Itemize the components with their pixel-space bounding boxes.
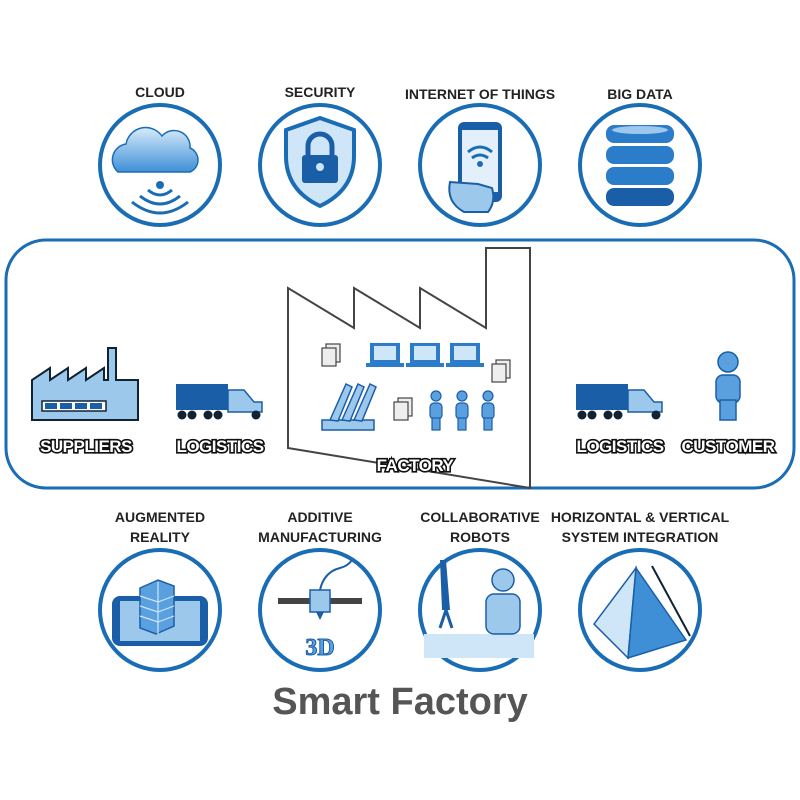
factory-building-icon — [287, 247, 531, 490]
label-security: SECURITY — [285, 84, 356, 100]
tablet-ar-icon — [98, 548, 222, 672]
label-logistics-outbound: LOGISTICS — [576, 437, 663, 456]
robot-arm-person-icon — [418, 548, 542, 672]
svg-text:3D: 3D — [305, 635, 334, 661]
label-am-2: MANUFACTURING — [258, 529, 382, 545]
label-customer: CUSTOMER — [682, 437, 775, 456]
label-logistics-inbound: LOGISTICS — [176, 437, 263, 456]
smartphone-wifi-icon — [418, 103, 542, 227]
label-integration-1: HORIZONTAL & VERTICAL — [551, 509, 730, 525]
label-cobots-1: COLLABORATIVE — [420, 509, 540, 525]
3d-printer-icon: 3D — [258, 548, 382, 672]
padlock-shield-icon — [258, 103, 382, 227]
label-cloud: CLOUD — [135, 84, 185, 100]
label-factory: FACTORY — [377, 456, 455, 475]
workers-icon — [429, 390, 495, 431]
label-integration-2: SYSTEM INTEGRATION — [562, 529, 719, 545]
truck-icon-inbound — [176, 384, 263, 420]
label-cobots-2: ROBOTS — [450, 529, 510, 545]
customer-icon — [715, 351, 741, 421]
value-chain-frame — [4, 238, 796, 490]
database-icon — [578, 103, 702, 227]
pyramid-icon — [578, 548, 702, 672]
supplier-factory-icon — [31, 347, 139, 421]
truck-icon-outbound — [576, 384, 663, 420]
cloud-icon — [98, 103, 222, 227]
label-big-data: BIG DATA — [607, 86, 673, 102]
label-suppliers: SUPPLIERS — [40, 437, 132, 456]
robot-arms-icon — [321, 382, 377, 431]
document-icon — [321, 343, 511, 421]
label-ar-1: AUGMENTED — [115, 509, 205, 525]
page-title: Smart Factory — [272, 681, 528, 723]
label-iot: INTERNET OF THINGS — [405, 86, 555, 102]
label-am-1: ADDITIVE — [287, 509, 352, 525]
laptop-icon — [366, 343, 484, 367]
label-ar-2: REALITY — [130, 529, 191, 545]
